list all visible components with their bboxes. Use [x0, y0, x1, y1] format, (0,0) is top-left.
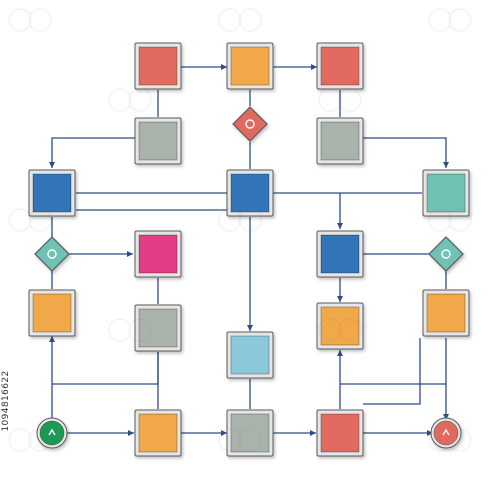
node-fill: [138, 121, 178, 161]
node-fill: [320, 306, 360, 346]
node-fill: [138, 46, 178, 86]
node-fill: [230, 413, 270, 453]
process-n3[interactable]: [316, 42, 364, 90]
diamond-glyph-icon: [47, 249, 57, 259]
diamond-shape: [428, 236, 464, 272]
process-n15[interactable]: [422, 289, 470, 337]
node-fill: [138, 308, 178, 348]
terminal-s1[interactable]: [36, 417, 68, 449]
node-fill: [320, 46, 360, 86]
node-fill: [138, 234, 178, 274]
process-n6[interactable]: [28, 169, 76, 217]
process-n17[interactable]: [226, 409, 274, 457]
node-fill: [426, 293, 466, 333]
terminal-fill: [39, 420, 65, 446]
process-n14[interactable]: [316, 302, 364, 350]
node-fill: [320, 413, 360, 453]
process-n13[interactable]: [226, 331, 274, 379]
decision-d3[interactable]: [428, 236, 464, 272]
connector-8: [363, 137, 449, 168]
process-n1[interactable]: [134, 42, 182, 90]
node-fill: [230, 173, 270, 213]
node-fill: [32, 293, 72, 333]
node-fill: [230, 335, 270, 375]
terminal-e1[interactable]: [430, 417, 462, 449]
terminal-fill: [433, 420, 459, 446]
diamond-glyph-icon: [441, 249, 451, 259]
node-fill: [426, 173, 466, 213]
process-n10[interactable]: [316, 230, 364, 278]
terminal-arrow-icon: [442, 428, 450, 436]
process-n9[interactable]: [134, 230, 182, 278]
stock-id-text: 1094816622: [1, 370, 11, 432]
process-n4[interactable]: [134, 117, 182, 165]
process-n11[interactable]: [28, 289, 76, 337]
process-n2[interactable]: [226, 42, 274, 90]
connector-7: [49, 137, 135, 168]
node-fill: [230, 46, 270, 86]
connector-32: [363, 338, 421, 405]
process-n7[interactable]: [226, 169, 274, 217]
node-fill: [320, 121, 360, 161]
node-layer: [28, 42, 470, 457]
node-fill: [320, 234, 360, 274]
process-n8[interactable]: [422, 169, 470, 217]
process-n12[interactable]: [134, 304, 182, 352]
diamond-shape: [34, 236, 70, 272]
terminal-arrow-icon: [48, 428, 56, 436]
process-n5[interactable]: [316, 117, 364, 165]
decision-d2[interactable]: [34, 236, 70, 272]
node-fill: [138, 413, 178, 453]
decision-d1[interactable]: [232, 106, 268, 142]
process-n18[interactable]: [316, 409, 364, 457]
connector-layer: [49, 64, 449, 436]
process-n16[interactable]: [134, 409, 182, 457]
diamond-glyph-icon: [245, 119, 255, 129]
diamond-shape: [232, 106, 268, 142]
node-fill: [32, 173, 72, 213]
connector-22: [52, 352, 159, 385]
